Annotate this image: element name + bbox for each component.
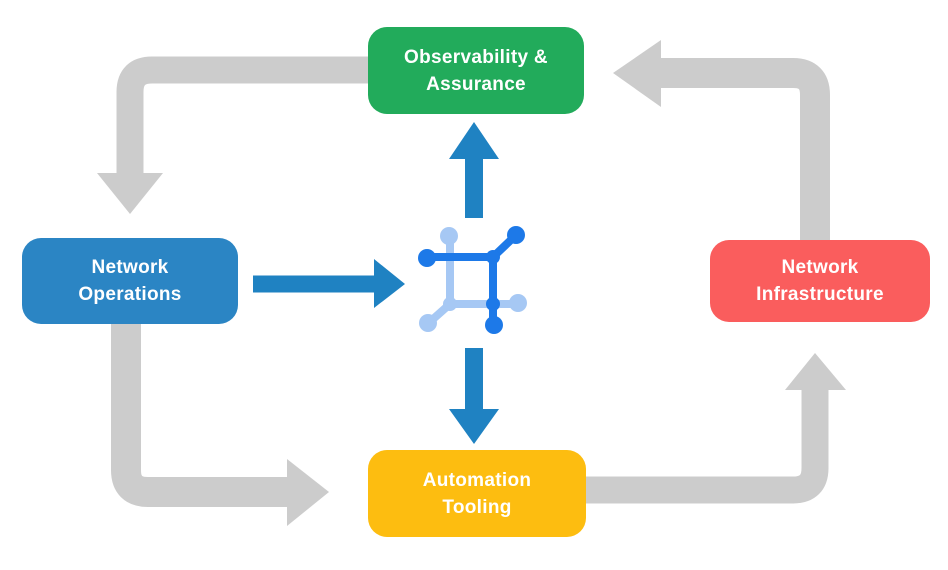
arrow-shaft (586, 390, 829, 504)
arrow-shaft (661, 58, 830, 240)
node-label-line: Assurance (426, 73, 526, 95)
icon-node-top-right (507, 226, 525, 244)
cycle-arrow-automation-to-infrastructure (586, 353, 846, 504)
arrow-head (287, 459, 329, 526)
arrow-head (449, 409, 499, 444)
flow-arrow-operations-to-icon (253, 259, 405, 308)
node-observability-assurance: Observability & Assurance (368, 27, 584, 114)
icon-corner-bottom-left (443, 297, 457, 311)
icon-node-bottom (485, 316, 503, 334)
cycle-arrow-observability-to-operations (97, 56, 368, 214)
cycle-arrow-operations-to-automation (111, 324, 329, 526)
icon-node-top (440, 227, 458, 245)
node-label-line: Network (91, 257, 169, 278)
node-automation-tooling: Automation Tooling (368, 450, 586, 537)
arrow-shaft (111, 324, 289, 507)
icon-corner-bottom-right (486, 297, 500, 311)
node-network-operations: Network Operations (22, 238, 238, 324)
node-label-line: Observability & (404, 46, 548, 68)
arrow-head (785, 353, 846, 390)
network-mesh-icon (418, 226, 527, 334)
arrow-head (613, 40, 661, 107)
node-label-line: Automation (422, 469, 532, 491)
node-label-line: Operations (78, 284, 182, 305)
node-label-line: Infrastructure (756, 284, 884, 305)
icon-node-right (509, 294, 527, 312)
icon-corner-top-right (486, 250, 500, 264)
flow-arrow-icon-to-observability (449, 122, 499, 218)
arrow-head (97, 173, 163, 214)
arrow-head (449, 122, 499, 159)
arrow-shaft (116, 56, 368, 176)
arrow-head (374, 259, 405, 308)
node-network-infrastructure: Network Infrastructure (710, 240, 930, 322)
node-label-line: Tooling (442, 496, 512, 518)
icon-node-bottom-left (419, 314, 437, 332)
flow-arrow-icon-to-automation (449, 348, 499, 444)
cycle-arrow-infrastructure-to-observability (613, 40, 830, 240)
node-label-line: Network (781, 257, 859, 278)
icon-node-left (418, 249, 436, 267)
